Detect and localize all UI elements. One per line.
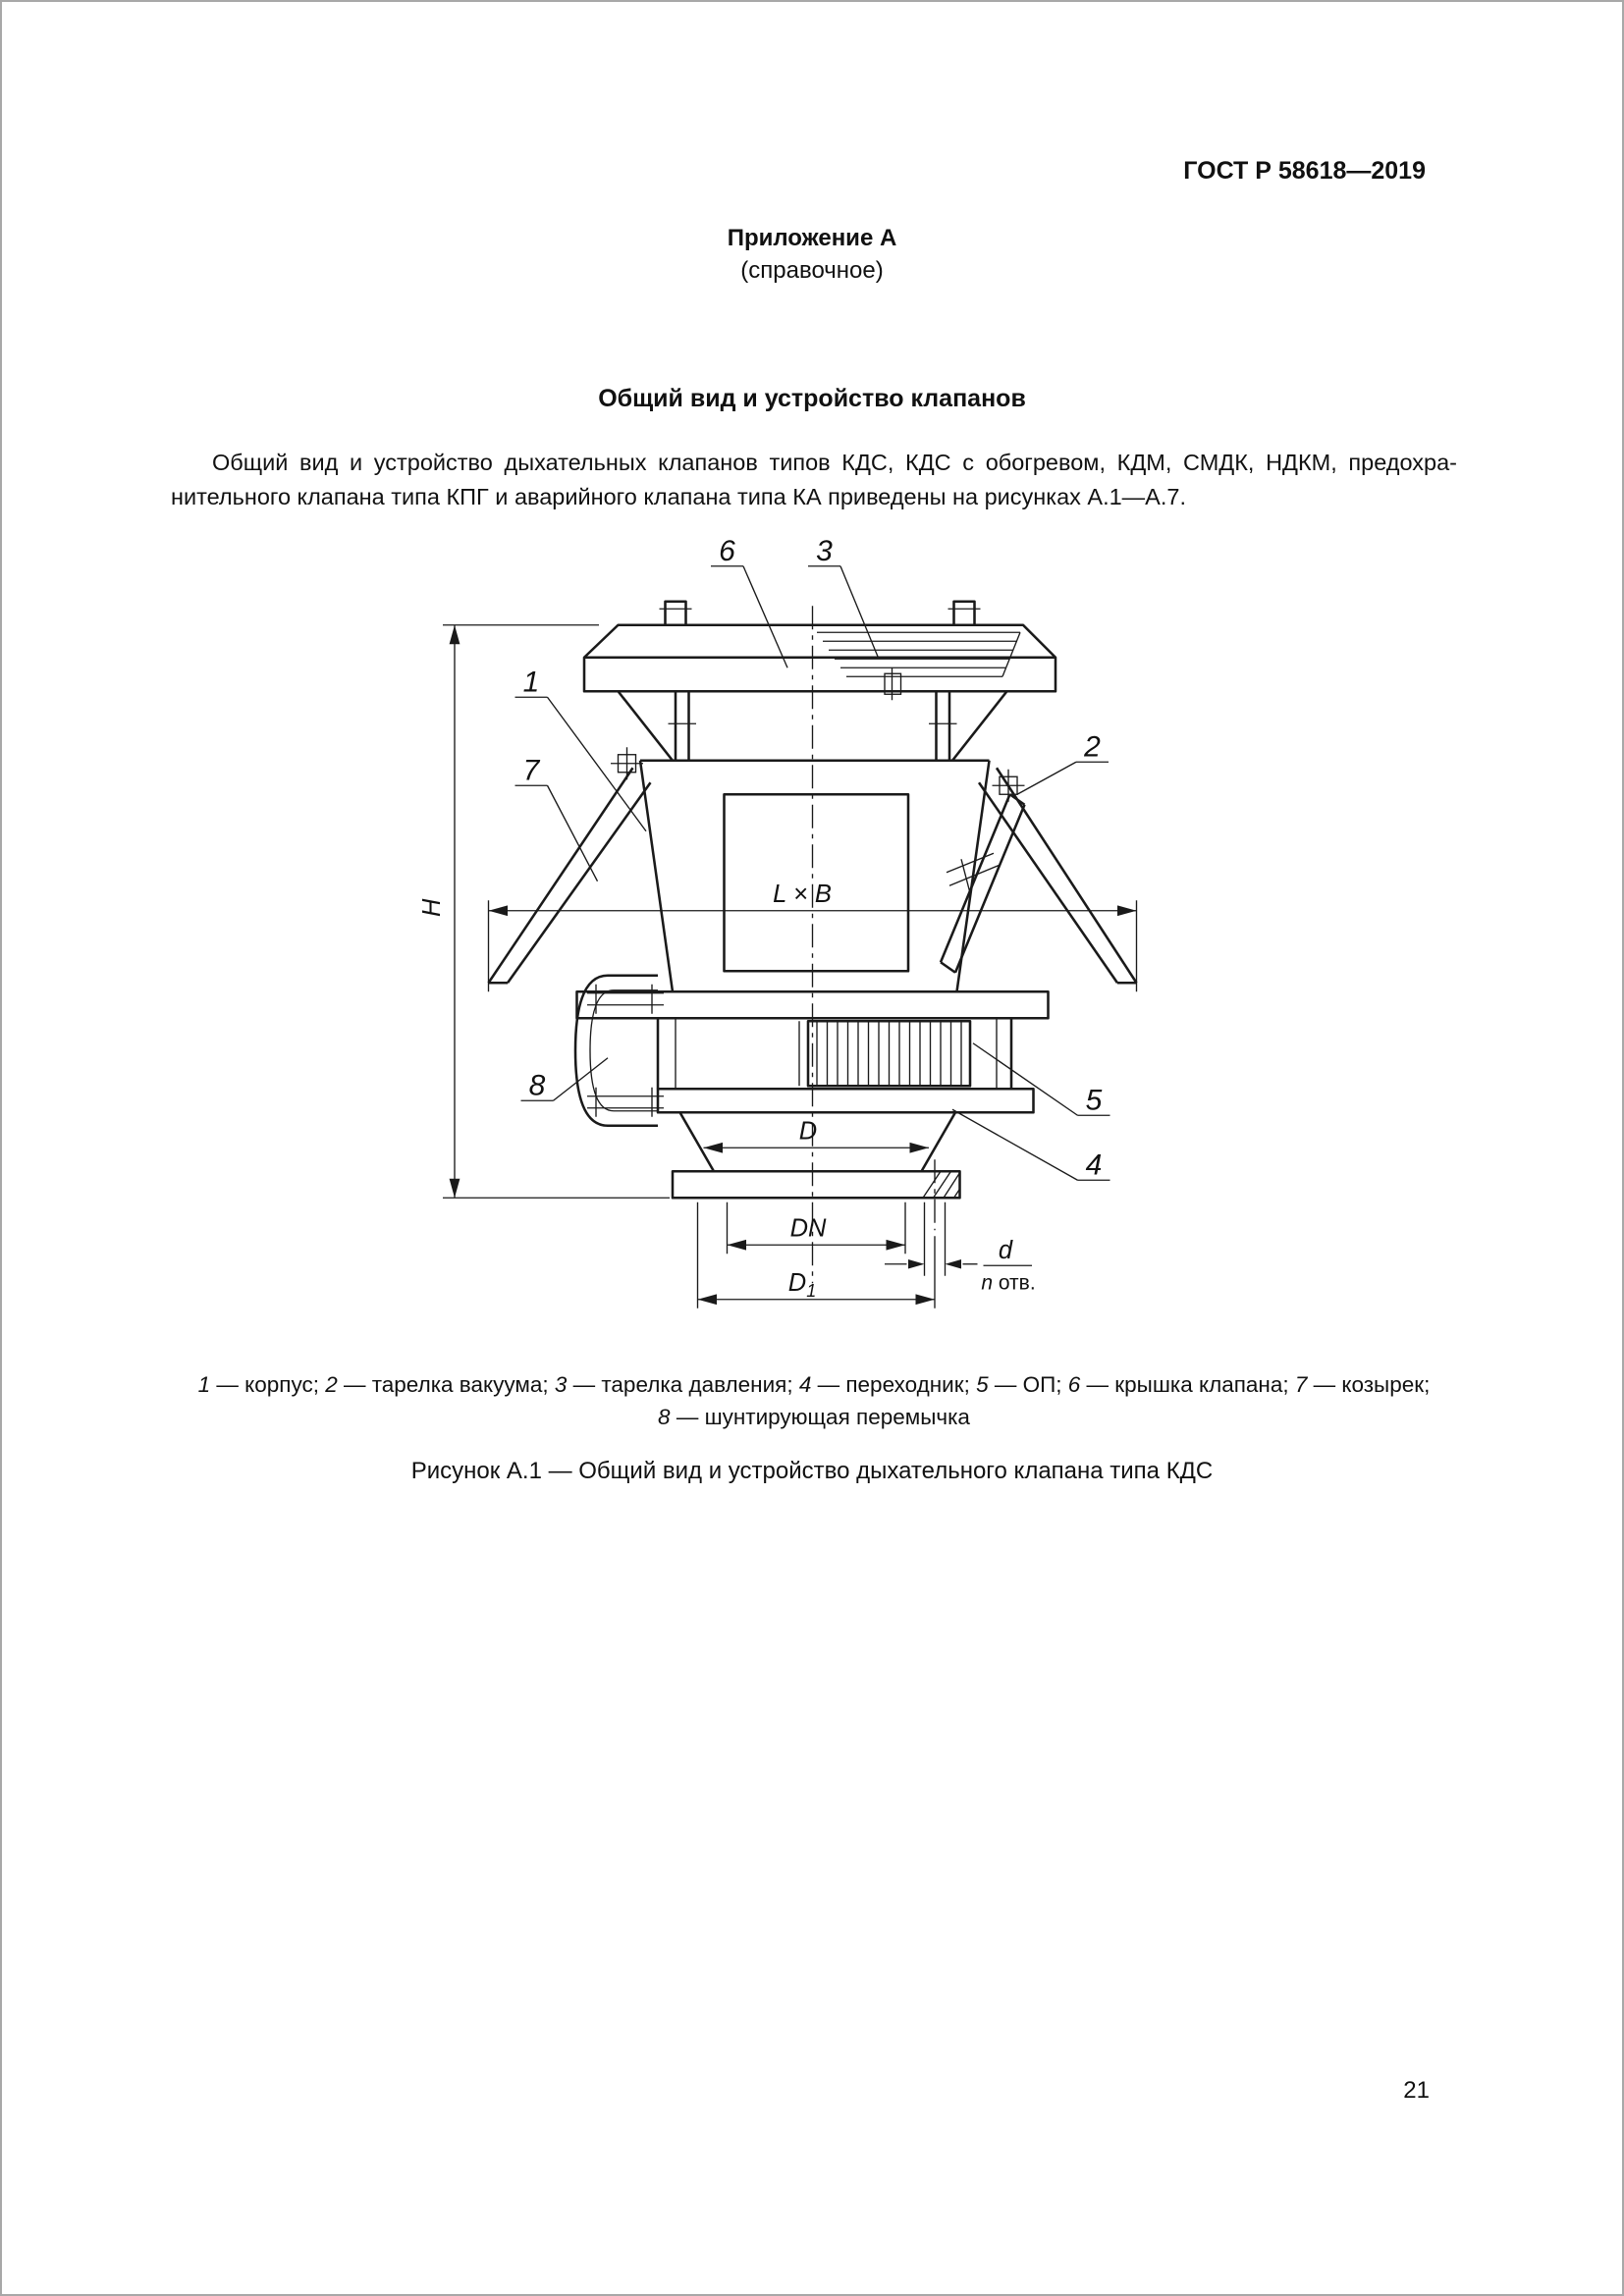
callout-6: 6 [719, 535, 735, 567]
figure-caption: Рисунок А.1 — Общий вид и устройство дых… [410, 1458, 1214, 1484]
legend-item-text: — переходник; [811, 1372, 977, 1397]
dim-lxb: L × B [487, 881, 1138, 992]
callout-5: 5 [1086, 1084, 1103, 1116]
dim-label-h: H [422, 898, 446, 917]
valve-bonnet [617, 690, 1008, 762]
figure-legend-line-1: 1 — корпус; 2 — тарелка вакуума; 3 — тар… [171, 1368, 1457, 1401]
legend-item-text: — крышка клапана; [1080, 1372, 1295, 1397]
valve-cap [582, 600, 1057, 693]
legend-item-text: — корпус; [210, 1372, 326, 1397]
legend-item-text: — тарелка вакуума; [337, 1372, 555, 1397]
callout-7: 7 [523, 754, 541, 786]
arrester-housing [575, 989, 1050, 1114]
legend-item-text: — тарелка давления; [567, 1372, 799, 1397]
dim-label-d-hole: d [999, 1237, 1013, 1264]
pressure-pallet [817, 631, 1021, 701]
standard-number: ГОСТ Р 58618—2019 [1183, 157, 1426, 185]
dim-dn: DN [726, 1201, 906, 1255]
appendix-label: Приложение А [727, 225, 897, 251]
appendix-type: (справочное) [740, 257, 884, 284]
shunt-bracket [573, 974, 664, 1128]
legend-item-text: — ОП; [988, 1372, 1068, 1397]
dim-label-n-holes: n отв. [981, 1271, 1035, 1294]
legend-item-number: 6 [1067, 1372, 1081, 1397]
legend-item-number: 3 [554, 1372, 568, 1397]
page-number: 21 [1403, 2077, 1430, 2104]
valve-drawing: H [418, 535, 1138, 1308]
dim-d: D [703, 1117, 929, 1153]
outlet-adapter [671, 1111, 961, 1231]
intro-paragraph: Общий вид и устройство дыхательных клапа… [171, 446, 1457, 514]
legend-item-text: — козырек; [1307, 1372, 1431, 1397]
section-title: Общий вид и устройство клапанов [598, 385, 1026, 412]
callout-4: 4 [1086, 1148, 1103, 1181]
vacuum-pallet [939, 793, 1026, 974]
dim-label-d1: D1 [788, 1269, 816, 1301]
legend-item-text: — шунтирующая перемычка [670, 1405, 970, 1429]
callouts: 6 3 1 7 2 5 4 [514, 535, 1110, 1181]
legend-item-number: 5 [976, 1372, 989, 1397]
appendix-heading: Приложение А (справочное) [2, 222, 1622, 287]
figure-legend-line-2: 8 — шунтирующая перемычка [171, 1401, 1457, 1433]
legend-item-number: 2 [325, 1372, 338, 1397]
dim-d1: D1 [696, 1201, 936, 1308]
callout-8: 8 [529, 1069, 546, 1101]
figure-legend: 1 — корпус; 2 — тарелка вакуума; 3 — тар… [171, 1368, 1457, 1433]
legend-item-number: 1 [197, 1372, 211, 1397]
callout-2: 2 [1083, 730, 1101, 763]
callout-1: 1 [523, 666, 540, 698]
valve-body [638, 759, 991, 992]
legend-item-number: 7 [1294, 1372, 1308, 1397]
dim-holes: d n отв. [885, 1201, 1036, 1294]
dim-h: H [418, 624, 670, 1199]
dim-label-dn: DN [790, 1214, 827, 1242]
legend-item-number: 8 [658, 1405, 671, 1429]
dim-label-d: D [799, 1117, 817, 1145]
intro-line-2: нительного клапана типа КПГ и аварийного… [171, 484, 1186, 509]
legend-item-number: 4 [798, 1372, 812, 1397]
intro-line-1: Общий вид и устройство дыхательных клапа… [212, 450, 1457, 475]
figure-a1: H [418, 532, 1159, 1335]
callout-3: 3 [816, 535, 833, 567]
dim-label-lxb: L × B [773, 881, 832, 908]
